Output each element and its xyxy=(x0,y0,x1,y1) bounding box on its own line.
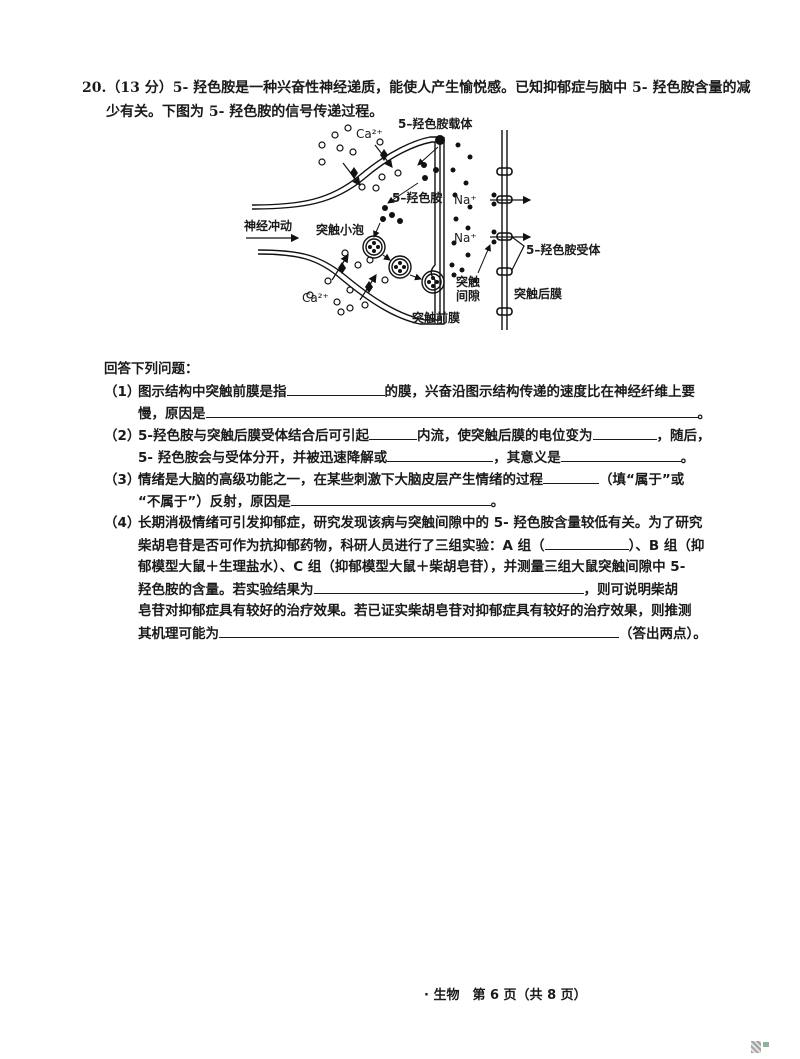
synapse-diagram-drawing xyxy=(246,124,532,330)
label-synaptic-cleft-2: 间隙 xyxy=(456,289,481,303)
page-footer: · 生物 第 6 页（共 8 页） xyxy=(424,988,587,1003)
subquestion-3-line-1: （3）情绪是大脑的高级功能之一，在某些刺激下大脑皮层产生情绪的过程（填“属于”或 xyxy=(104,468,780,490)
synapse-diagram: 5–羟色胺载体 Ca²⁺ 5–羟色胺 Na⁺ Na⁺ 神经冲动 突触小泡 5–羟… xyxy=(240,115,620,335)
label-sodium-1: Na⁺ xyxy=(454,193,477,207)
subquestion-4-line-4: 羟色胺的含量。若实验结果为，则可说明柴胡 xyxy=(104,578,780,600)
subquestion-4-line-6: 其机理可能为（答出两点）。 xyxy=(104,622,780,644)
label-synaptic-cleft-1: 突触 xyxy=(456,275,481,289)
subquestion-number: （4） xyxy=(104,515,141,531)
answer-blank[interactable] xyxy=(290,490,491,506)
subquestion-number: （1） xyxy=(104,384,141,400)
sub-questions: 回答下列问题： （1）图示结构中突触前膜是指的膜，兴奋沿图示结构传递的速度比在神… xyxy=(104,358,780,644)
label-postsynaptic-membrane: 突触后膜 xyxy=(514,287,563,301)
subquestion-2-line-1: （2）5-羟色胺与突触后膜受体结合后可引起内流，使突触后膜的电位变为，随后， xyxy=(104,424,780,446)
label-serotonin: 5–羟色胺 xyxy=(392,191,443,205)
label-presynaptic-membrane: 突触前膜 xyxy=(412,311,461,325)
scanner-watermark xyxy=(751,1041,797,1055)
subquestion-number: （2） xyxy=(104,428,141,444)
label-serotonin-carrier: 5–羟色胺载体 xyxy=(398,117,473,131)
subquestion-3-line-2: “不属于”）反射，原因是。 xyxy=(104,490,780,512)
answer-blank[interactable] xyxy=(387,446,494,462)
label-calcium-bottom: Ca²⁺ xyxy=(302,291,329,305)
answer-blank[interactable] xyxy=(219,622,619,638)
label-serotonin-receptor: 5–羟色胺受体 xyxy=(526,243,601,257)
question-header: 20.（13 分）5- 羟色胺是一种兴奋性神经递质，能使人产生愉悦感。已知抑郁症… xyxy=(82,76,762,124)
subquestion-4-line-2: 柴胡皂苷是否可作为抗抑郁药物，科研人员进行了三组实验：A 组（）、B 组（抑 xyxy=(104,534,780,556)
answer-blank[interactable] xyxy=(592,424,657,440)
question-intro-line-1: 20.（13 分）5- 羟色胺是一种兴奋性神经递质，能使人产生愉悦感。已知抑郁症… xyxy=(82,80,751,96)
subquestion-1-line-1: （1）图示结构中突触前膜是指的膜，兴奋沿图示结构传递的速度比在神经纤维上要 xyxy=(104,380,780,402)
label-nerve-impulse: 神经冲动 xyxy=(244,219,293,233)
answer-blank[interactable] xyxy=(543,468,599,484)
question-intro-line-2: 少有关。下图为 5- 羟色胺的信号传递过程。 xyxy=(106,104,384,120)
label-sodium-2: Na⁺ xyxy=(454,231,477,245)
answer-prompt: 回答下列问题： xyxy=(104,361,199,377)
question-number: 20. xyxy=(82,80,107,96)
answer-blank[interactable] xyxy=(313,578,584,594)
subquestion-4-line-1: （4）长期消极情绪可引发抑郁症，研究发现该病与突触间隙中的 5- 羟色胺含量较低… xyxy=(104,512,780,534)
subquestion-1-line-2: 慢，原因是。 xyxy=(104,402,780,424)
label-calcium-top: Ca²⁺ xyxy=(356,127,383,141)
answer-blank[interactable] xyxy=(369,424,417,440)
subquestion-number: （3） xyxy=(104,472,141,488)
subquestion-2-line-2: 5- 羟色胺会与受体分开，并被迅速降解或，其意义是。 xyxy=(104,446,780,468)
label-synaptic-vesicle: 突触小泡 xyxy=(316,223,365,237)
answer-blank[interactable] xyxy=(286,380,385,396)
answer-blank[interactable] xyxy=(560,446,681,462)
question-score: （13 分） xyxy=(106,80,173,96)
answer-blank[interactable] xyxy=(544,534,629,550)
subquestion-4-line-3: 郁模型大鼠＋生理盐水）、C 组（抑郁模型大鼠＋柴胡皂苷），并测量三组大鼠突触间隙… xyxy=(138,559,686,575)
subquestion-4-line-5: 皂苷对抑郁症具有较好的治疗效果。若已证实柴胡皂苷对抑郁症具有较好的治疗效果，则推… xyxy=(138,603,692,619)
app-logo-icon xyxy=(763,1042,769,1047)
answer-blank[interactable] xyxy=(205,402,698,418)
qr-code-icon xyxy=(751,1041,761,1053)
